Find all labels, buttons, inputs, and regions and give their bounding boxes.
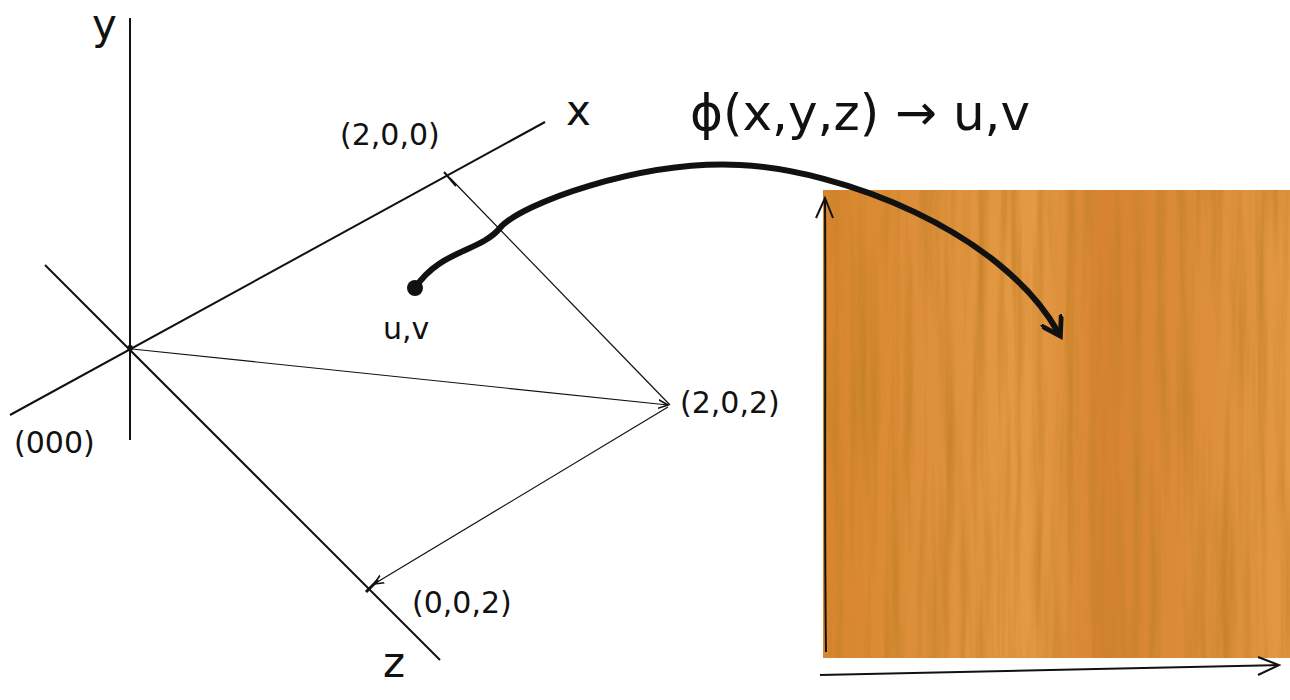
tick-mark [444,172,456,186]
u-axis-arrow [820,665,1278,675]
mapping-label: ϕ(x,y,z) → u,v [690,86,1030,141]
edge-arrow [374,407,668,584]
origin-mark [127,345,133,351]
y-axis [129,18,131,440]
point-label: (2,0,0) [340,118,440,151]
point-label: (2,0,2) [680,386,780,419]
arrow-head [816,198,833,218]
z-axis [45,265,440,660]
point-label: (000) [14,426,95,459]
tick-mark [366,580,378,592]
axis-label: z [383,640,405,686]
point-label: (0,0,2) [412,586,512,619]
axis-label: y [92,2,117,48]
v-axis-arrow [825,200,826,652]
point-label: u,v [383,312,429,345]
axis-label: x [566,88,591,134]
arrow-head [1258,657,1279,675]
wood-texture [823,190,1290,658]
mapping-curve [415,165,1058,332]
x-axis [10,122,545,415]
vector-arrow [132,349,668,405]
edge-line [450,178,670,405]
